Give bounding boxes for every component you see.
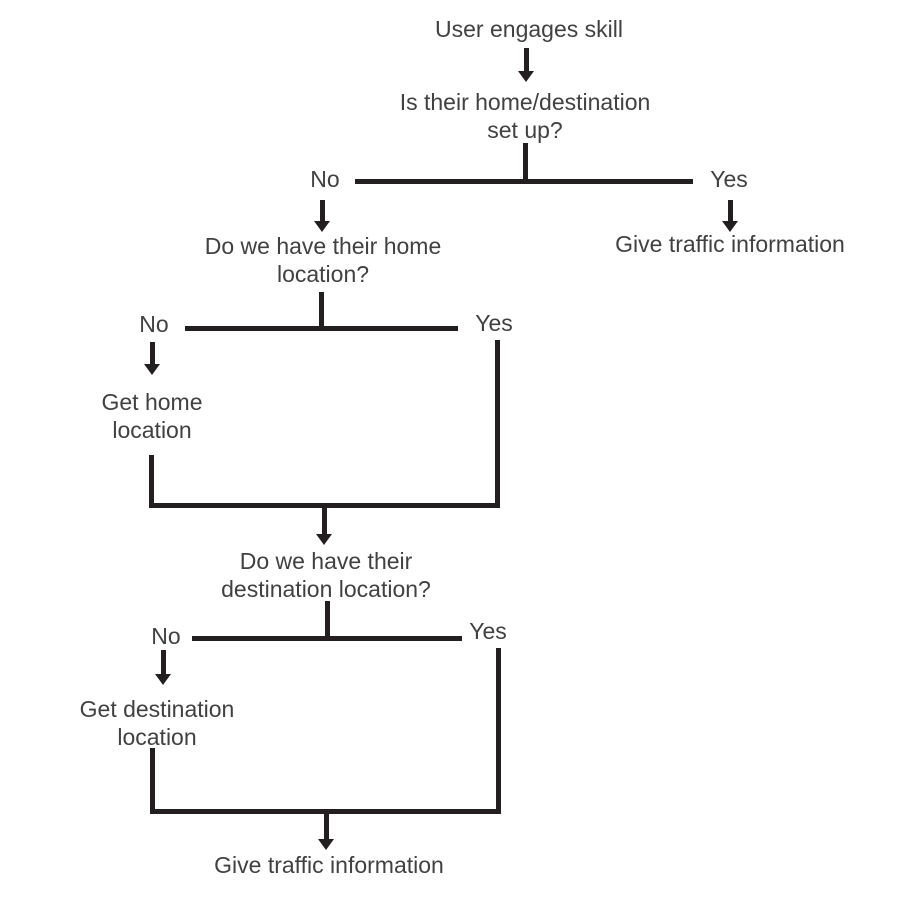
node-give-traffic-final: Give traffic information (214, 852, 444, 878)
edge-destination-question-stub (325, 601, 330, 641)
node-get-home: Get home location (52, 388, 252, 444)
arrow-shaft (727, 200, 733, 221)
arrow-head (314, 221, 330, 232)
get-home-line1: Get home (101, 389, 203, 415)
label-destination-yes: Yes (469, 618, 507, 644)
node-start: User engages skill (435, 16, 623, 42)
edge-get-destination-vertical (150, 748, 155, 814)
arrow-shaft (160, 650, 166, 674)
arrow-merge-to-destination-question-icon (316, 508, 333, 545)
edge-destination-yes-vertical (496, 648, 501, 814)
edge-merge-destination (150, 809, 501, 814)
label-home-yes: Yes (475, 310, 513, 336)
node-question-setup: Is their home/destination set up? (375, 88, 675, 144)
arrow-merge-to-final-traffic-icon (318, 814, 335, 850)
arrow-home-no-to-get-home-icon (144, 342, 161, 375)
node-question-home: Do we have their home location? (173, 232, 473, 288)
question-home-line2: location? (276, 261, 370, 287)
arrow-shaft (323, 814, 329, 839)
arrow-shaft (321, 508, 327, 534)
question-destination-line1: Do we have their (239, 548, 413, 574)
get-home-line2: location (112, 417, 192, 443)
arrow-head (722, 221, 738, 232)
arrow-shaft (523, 48, 529, 71)
label-setup-yes: Yes (710, 166, 748, 192)
node-get-destination: Get destination location (57, 695, 257, 751)
question-destination-line2: destination location? (221, 576, 431, 602)
arrow-setup-no-to-home-question-icon (314, 200, 331, 232)
arrow-head (155, 674, 171, 685)
edge-merge-home (149, 503, 500, 508)
label-setup-no: No (310, 166, 340, 192)
edge-setup-stub (523, 143, 528, 184)
label-home-no: No (139, 311, 169, 337)
edge-setup-branch (355, 179, 693, 184)
arrow-head (144, 364, 160, 375)
edge-destination-question-branch (192, 636, 462, 641)
arrow-setup-yes-to-traffic-icon (722, 200, 739, 232)
node-give-traffic-yes: Give traffic information (615, 231, 845, 257)
get-destination-line1: Get destination (79, 696, 235, 722)
arrow-shaft (319, 200, 325, 221)
edge-home-question-branch (185, 326, 458, 331)
node-question-destination: Do we have their destination location? (176, 547, 476, 603)
arrow-head (518, 71, 534, 82)
arrow-shaft (149, 342, 155, 364)
get-destination-line2: location (117, 724, 197, 750)
edge-home-question-stub (319, 292, 324, 331)
edge-get-home-vertical (149, 455, 154, 508)
question-setup-line2: set up? (487, 117, 563, 143)
arrow-head (318, 839, 334, 850)
arrow-destination-no-to-get-destination-icon (155, 650, 172, 685)
label-destination-no: No (151, 623, 181, 649)
question-setup-line1: Is their home/destination (399, 89, 651, 115)
arrow-start-to-setup-icon (518, 48, 535, 82)
arrow-head (316, 534, 332, 545)
question-home-line1: Do we have their home (204, 233, 442, 259)
edge-home-yes-vertical (495, 340, 500, 508)
